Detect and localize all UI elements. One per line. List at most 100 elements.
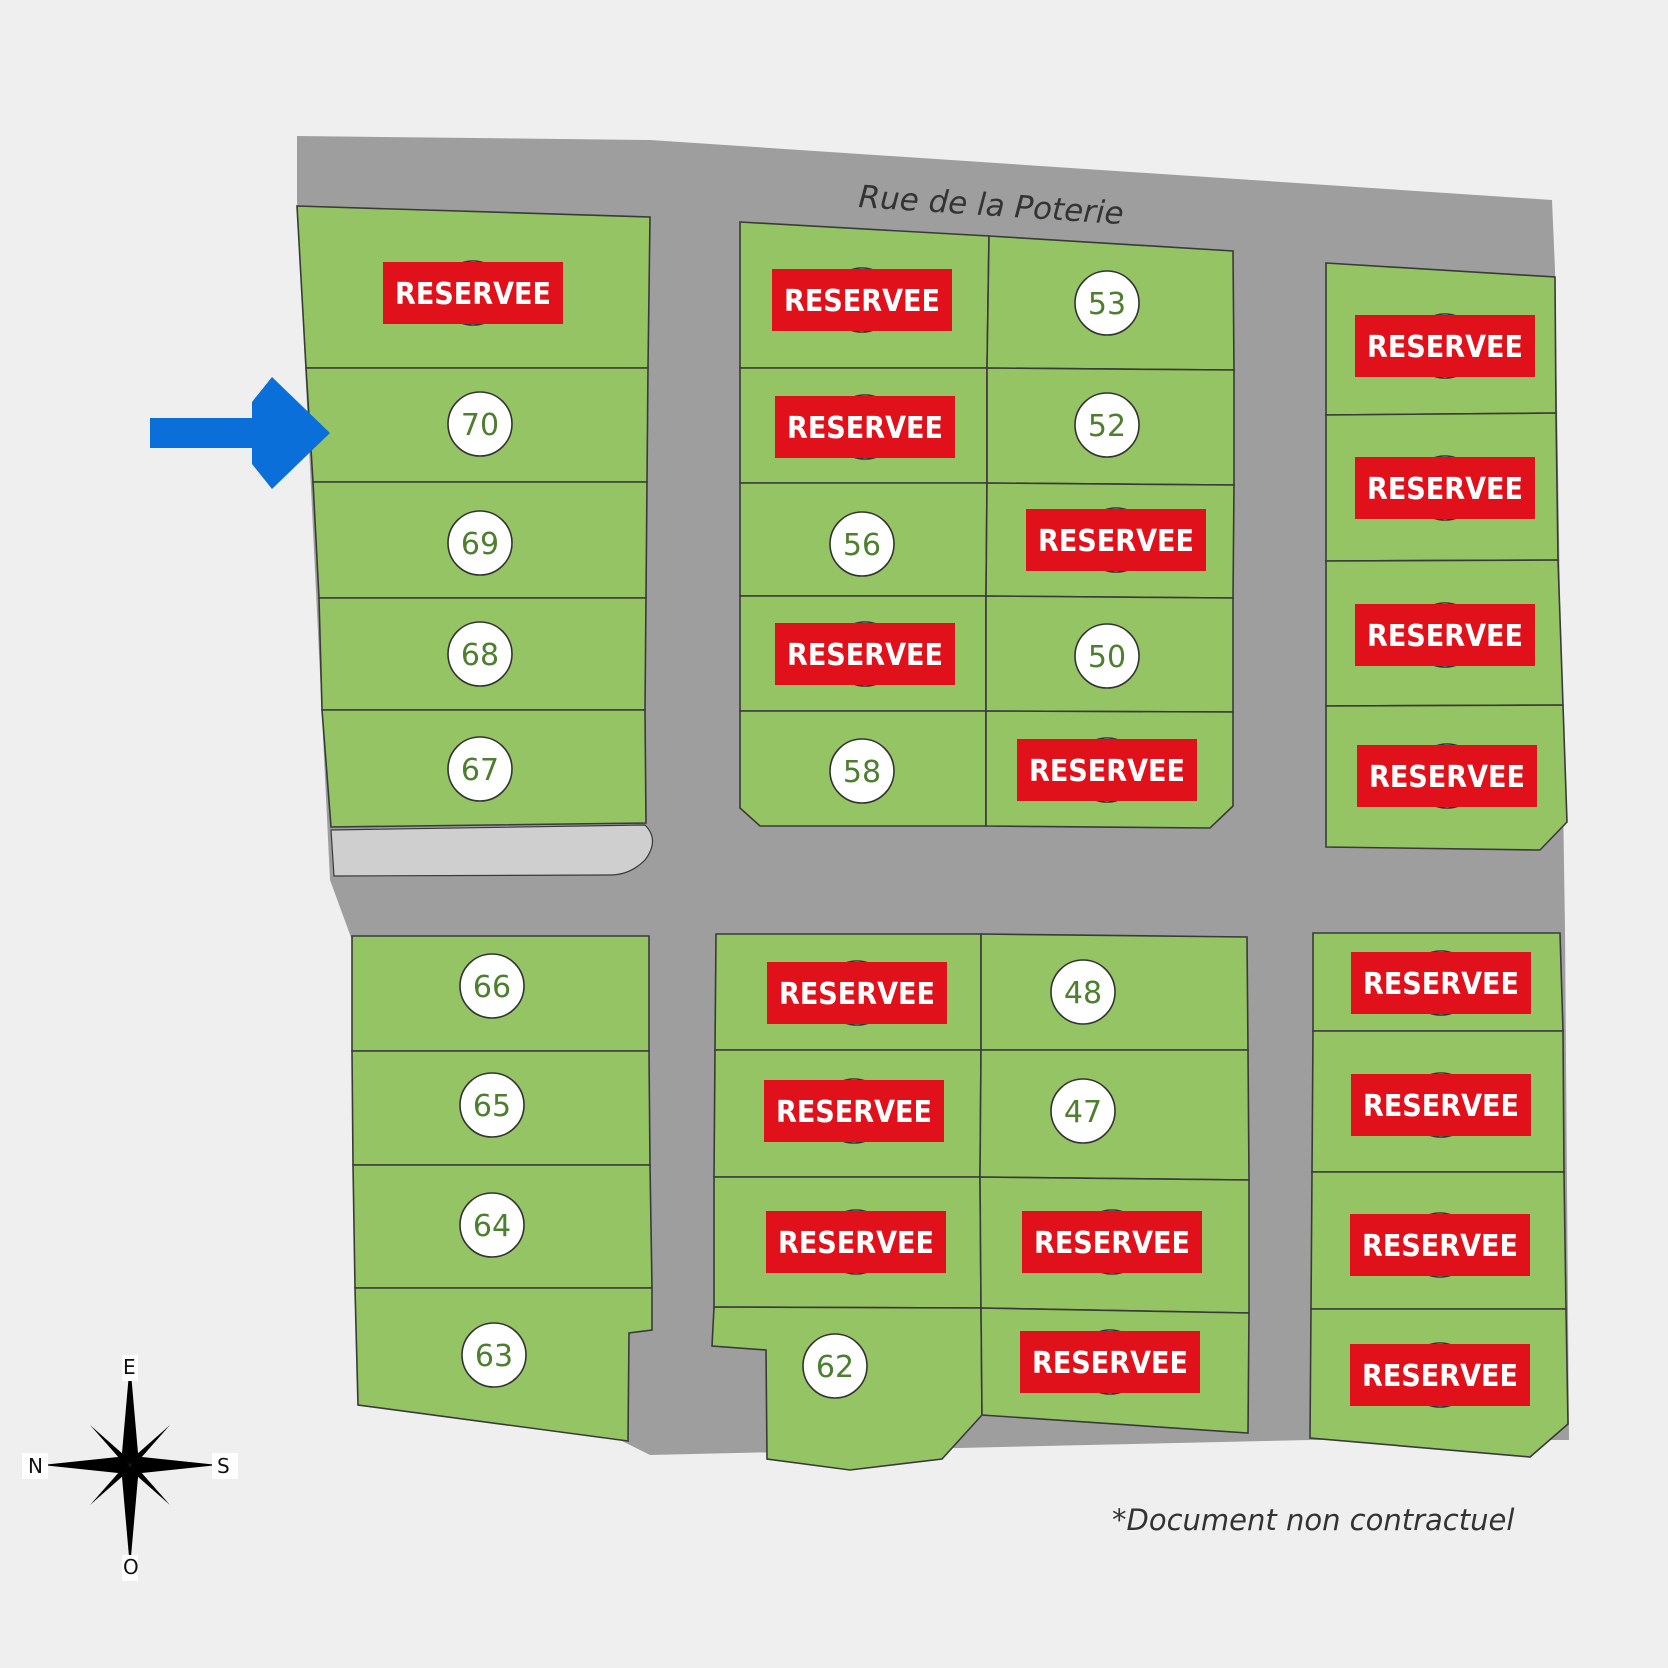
reserved-label: RESERVEE [1367, 472, 1523, 507]
reserved-badge [1022, 1211, 1202, 1273]
reserved-label: RESERVEE [779, 977, 935, 1012]
lot-45[interactable]: RESERVEE [980, 1307, 1250, 1434]
lot-50[interactable]: 50 [985, 595, 1234, 713]
reserved-label: RESERVEE [1363, 1089, 1519, 1124]
lot-number-circle [447, 621, 513, 687]
reserved-label: RESERVEE [1363, 967, 1519, 1002]
lot-E1[interactable]: RESERVEE [1325, 262, 1557, 416]
lot-number: 48 [1064, 976, 1102, 1011]
reserved-badge [383, 262, 563, 324]
reserved-label: RESERVEE [1032, 1346, 1188, 1381]
lot-67[interactable]: 67 [321, 709, 647, 828]
lot-68[interactable]: 68 [318, 597, 647, 711]
lot-number: 67 [461, 753, 499, 788]
lot-59[interactable]: RESERVEE [714, 933, 982, 1051]
lot-61[interactable]: RESERVEE [713, 1176, 982, 1309]
compass-rose-icon: E O N S [22, 1355, 238, 1581]
reserved-badge [1350, 1344, 1530, 1406]
lot-48[interactable]: 48 [980, 933, 1249, 1051]
lot-63[interactable]: 63 [354, 1287, 653, 1442]
disclaimer-note: *Document non contractuel [1112, 1503, 1514, 1537]
lot-58[interactable]: 58 [739, 710, 987, 827]
reserved-badge [1020, 1331, 1200, 1393]
lot-66[interactable]: 66 [351, 935, 650, 1052]
lot-E4[interactable]: RESERVEE [1325, 704, 1568, 851]
lot-number: 50 [1088, 640, 1126, 675]
reserved-label: RESERVEE [1034, 1226, 1190, 1261]
lot-64[interactable]: 64 [352, 1164, 653, 1289]
lot-number-circle [829, 511, 895, 577]
lot-number: 58 [843, 755, 881, 790]
lot-E3[interactable]: RESERVEE [1325, 559, 1564, 707]
lot-number-circle [459, 953, 525, 1019]
arrow-right-icon [150, 377, 330, 489]
lot-number-circle [447, 510, 513, 576]
lot-60[interactable]: RESERVEE [713, 1049, 982, 1178]
lot-E2[interactable]: RESERVEE [1325, 412, 1559, 562]
lot-F3[interactable]: RESERVEE [1310, 1171, 1567, 1310]
lot-54[interactable]: RESERVEE [739, 221, 990, 369]
lot-F2[interactable]: RESERVEE [1311, 1030, 1565, 1173]
lot-number-circle [447, 736, 513, 802]
lot-number-circle [829, 738, 895, 804]
lot-number-circle [461, 1322, 527, 1388]
reserved-label: RESERVEE [1029, 754, 1185, 789]
reserved-badge [1357, 745, 1537, 807]
lot-46[interactable]: RESERVEE [979, 1176, 1250, 1314]
reserved-badge [1355, 604, 1535, 666]
footpath [330, 824, 654, 877]
reserved-label: RESERVEE [1367, 330, 1523, 365]
lot-62[interactable]: 62 [711, 1306, 983, 1471]
reserved-label: RESERVEE [1362, 1359, 1518, 1394]
reserved-badge [1355, 457, 1535, 519]
compass-west-label: O [123, 1555, 139, 1579]
lot-70[interactable]: 70 [305, 367, 649, 483]
reserved-badge [767, 962, 947, 1024]
lot-number: 66 [473, 970, 511, 1005]
lot-number: 70 [461, 408, 499, 443]
lot-number-circle [1074, 623, 1140, 689]
compass-east-label: E [123, 1355, 136, 1379]
lot-55[interactable]: RESERVEE [739, 367, 988, 484]
compass-north-label: N [28, 1454, 43, 1478]
reserved-badge [1351, 952, 1531, 1014]
reserved-badge [1355, 315, 1535, 377]
reserved-label: RESERVEE [1038, 524, 1194, 559]
reserved-label: RESERVEE [776, 1095, 932, 1130]
lot-69[interactable]: 69 [312, 481, 648, 599]
lot-number-circle [1050, 959, 1116, 1025]
lot-number: 65 [473, 1089, 511, 1124]
lot-F1[interactable]: RESERVEE [1312, 932, 1564, 1032]
reserved-label: RESERVEE [1369, 760, 1525, 795]
lot-number-circle [1074, 270, 1140, 336]
lot-number-circle [1074, 392, 1140, 458]
reserved-label: RESERVEE [787, 638, 943, 673]
lot-47[interactable]: 47 [979, 1049, 1250, 1181]
lot-number-circle [459, 1192, 525, 1258]
lot-51[interactable]: RESERVEE [985, 482, 1235, 599]
lot-number-circle [459, 1072, 525, 1138]
lot-49[interactable]: RESERVEE [985, 710, 1234, 829]
lot-number-circle [1050, 1078, 1116, 1144]
lot-57[interactable]: RESERVEE [739, 595, 987, 712]
compass-south-label: S [217, 1454, 230, 1478]
lot-number: 53 [1088, 287, 1126, 322]
lot-number: 63 [475, 1339, 513, 1374]
lot-65[interactable]: 65 [351, 1050, 651, 1166]
reserved-badge [1026, 509, 1206, 571]
lot-52[interactable]: 52 [986, 367, 1235, 486]
lot-56[interactable]: 56 [739, 482, 988, 597]
lot-53[interactable]: 53 [986, 235, 1235, 371]
reserved-badge [1017, 739, 1197, 801]
reserved-badge [766, 1211, 946, 1273]
reserved-label: RESERVEE [787, 411, 943, 446]
lot-number-circle [447, 391, 513, 457]
lot-71[interactable]: RESERVEE [296, 205, 651, 369]
reserved-label: RESERVEE [778, 1226, 934, 1261]
lot-F4[interactable]: RESERVEE [1309, 1308, 1569, 1458]
lot-number: 52 [1088, 409, 1126, 444]
reserved-badge [1351, 1074, 1531, 1136]
reserved-badge [772, 269, 952, 331]
